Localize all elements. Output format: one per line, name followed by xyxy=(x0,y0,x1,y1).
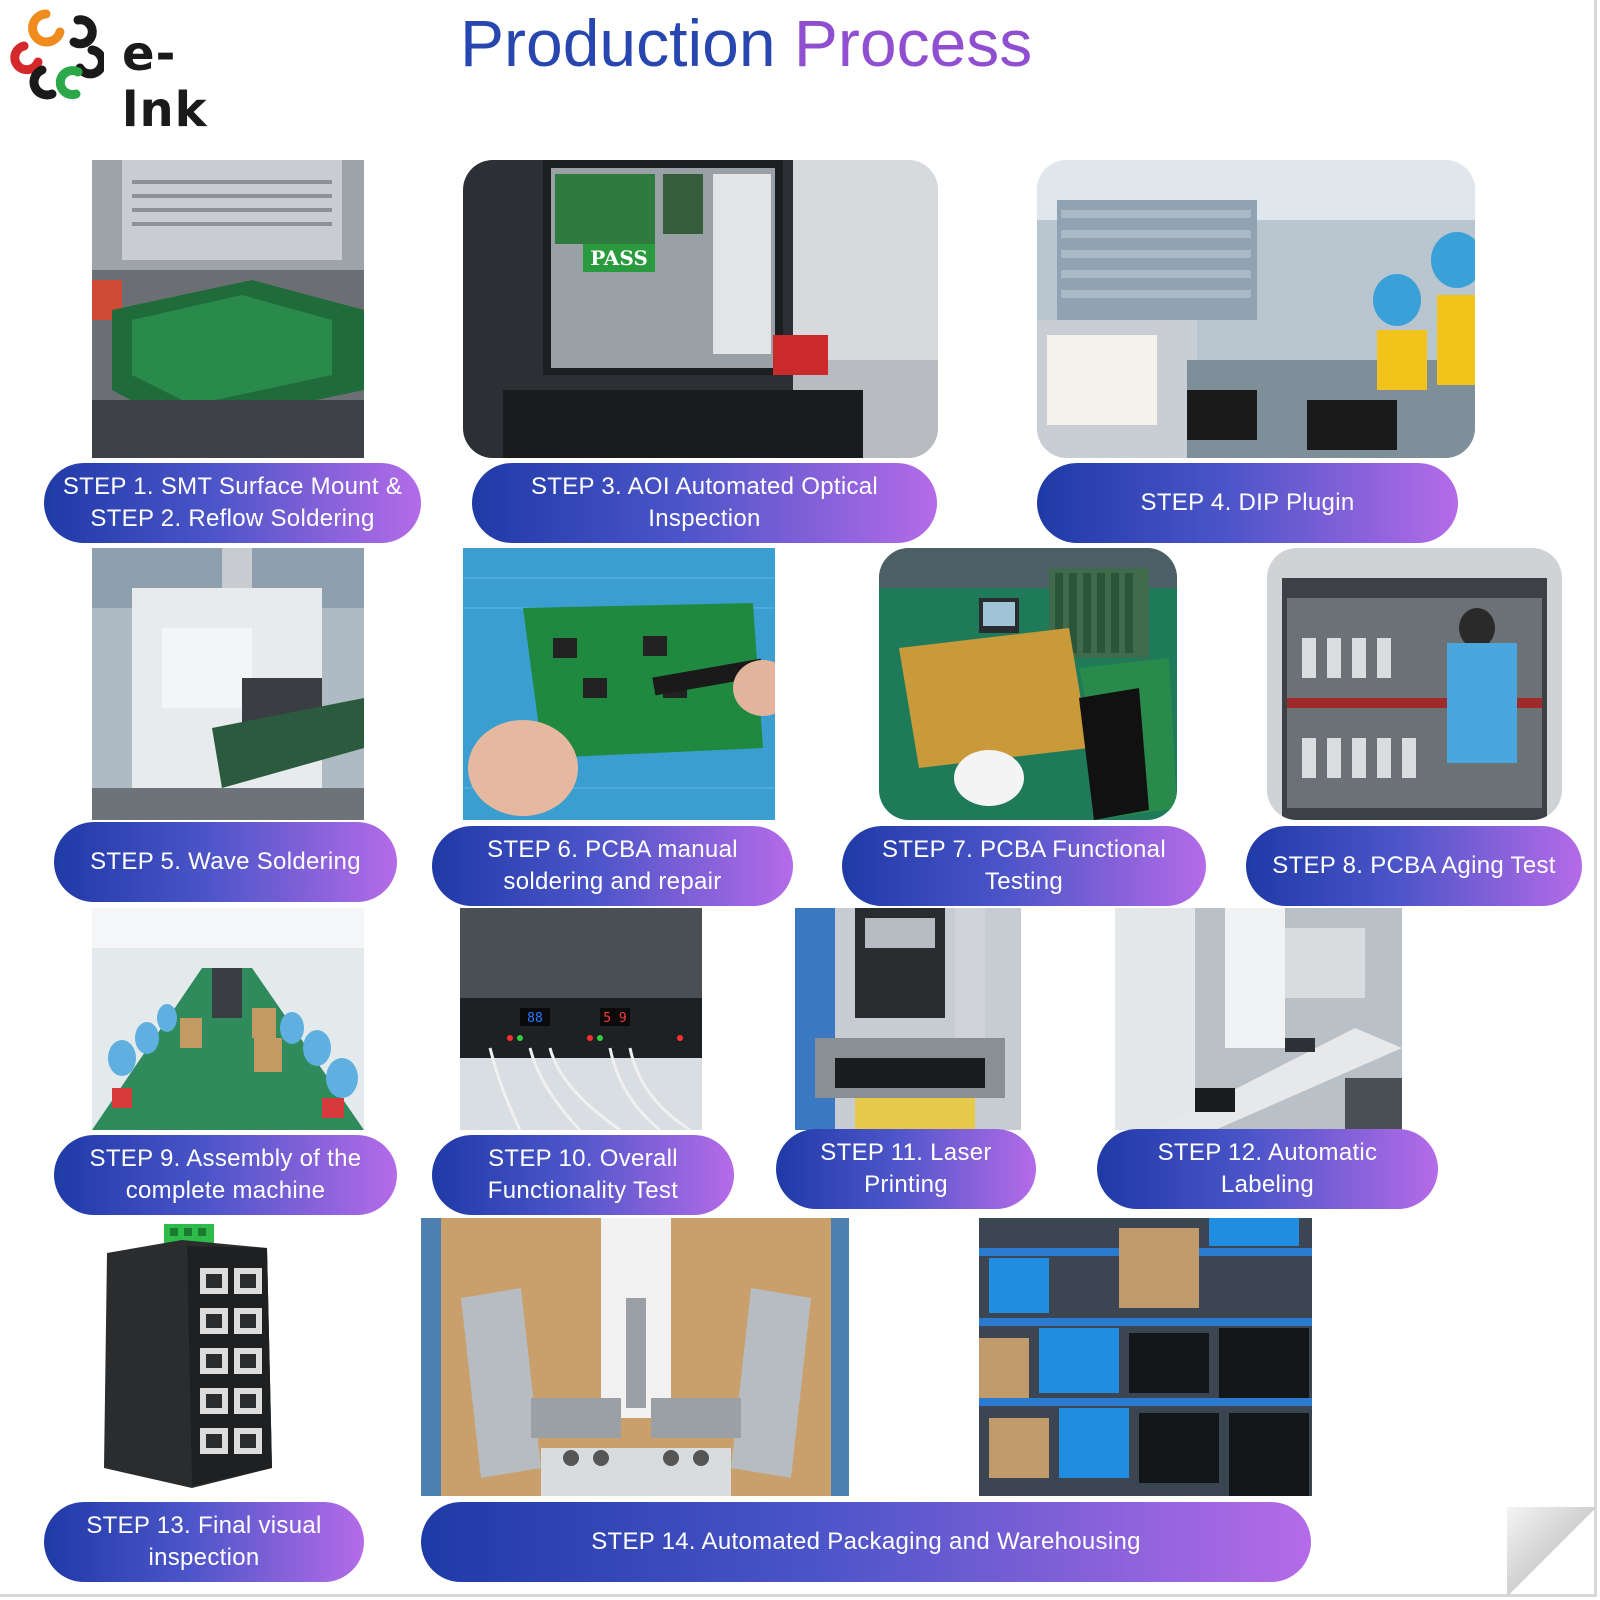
test-rack-photo: 88 5 9 xyxy=(460,908,702,1130)
step-10-label: STEP 10. Overall Functionality Test xyxy=(432,1135,734,1215)
step-9-label: STEP 9. Assembly of the complete machine xyxy=(54,1135,397,1215)
aoi-monitor-photo: PASS xyxy=(463,160,938,458)
hand-soldering-photo xyxy=(463,548,775,820)
aoi-pass-text: PASS xyxy=(590,246,648,270)
logo: e-lnk xyxy=(0,0,250,138)
step-8-label: STEP 8. PCBA Aging Test xyxy=(1246,826,1582,906)
step-7-label: STEP 7. PCBA Functional Testing xyxy=(842,826,1206,906)
step-4-label: STEP 4. DIP Plugin xyxy=(1037,463,1458,543)
svg-text:5 9: 5 9 xyxy=(603,1011,626,1026)
logo-text: e-lnk xyxy=(122,26,208,138)
dip-workers-photo xyxy=(1037,160,1475,458)
warehouse-shelves-photo xyxy=(979,1218,1312,1496)
step-3-label: STEP 3. AOI Automated Optical Inspection xyxy=(472,463,937,543)
step-11-label: STEP 11. Laser Printing xyxy=(776,1129,1036,1209)
assembly-line-photo xyxy=(92,908,364,1130)
elink-logo-icon xyxy=(10,9,104,100)
packaging-machine-photo xyxy=(421,1218,849,1496)
page-title-word-2: Process xyxy=(793,6,1033,80)
step-14-label: STEP 14. Automated Packaging and Warehou… xyxy=(421,1502,1311,1582)
svg-text:88: 88 xyxy=(527,1011,543,1026)
step-12-label: STEP 12. Automatic Labeling xyxy=(1097,1129,1438,1209)
step-1-2-label: STEP 1. SMT Surface Mount & STEP 2. Refl… xyxy=(44,463,421,543)
step-6-label: STEP 6. PCBA manual soldering and repair xyxy=(432,826,793,906)
laser-printer-photo xyxy=(795,908,1021,1130)
aging-cabinet-photo xyxy=(1267,548,1562,820)
ethernet-switch-photo xyxy=(92,1218,292,1496)
labeling-conveyor-photo xyxy=(1115,908,1402,1130)
page-curl-corner xyxy=(1507,1507,1597,1597)
page-title-word-1: Production xyxy=(460,6,776,80)
page-title: Production Process xyxy=(460,2,1180,84)
functional-test-photo xyxy=(879,548,1177,820)
wave-solder-machine-photo xyxy=(92,548,364,820)
smt-machine-photo xyxy=(92,160,364,458)
step-5-label: STEP 5. Wave Soldering xyxy=(54,822,397,902)
step-13-label: STEP 13. Final visual inspection xyxy=(44,1502,364,1582)
